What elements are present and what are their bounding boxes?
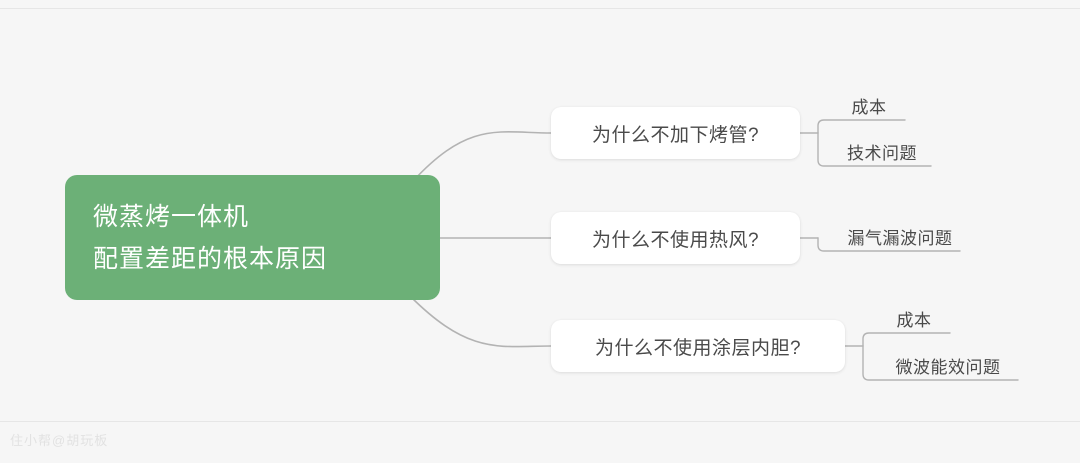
leaf-node-label: 技术问题 (847, 144, 917, 163)
connector-root-to-branch-2 (409, 295, 552, 348)
root-node-line-1: 微蒸烤一体机 (93, 202, 250, 231)
branch-node-label: 为什么不使用热风? (591, 229, 760, 251)
mindmap-leaf-node-2-0[interactable]: 成本 (878, 306, 950, 334)
root-node-line-2: 配置差距的根本原因 (93, 244, 328, 273)
branch-node-label: 为什么不使用涂层内胆? (594, 337, 802, 359)
branch-node-label: 为什么不加下烤管? (591, 124, 760, 146)
mindmap-leaf-node-0-1[interactable]: 技术问题 (833, 139, 931, 167)
connector-branch-0-bracket (817, 119, 906, 134)
mindmap-leaf-node-1-0[interactable]: 漏气漏波问题 (840, 224, 960, 252)
leaf-node-label: 成本 (896, 311, 932, 330)
connector-branch-2-bracket (862, 332, 951, 347)
connector-root-to-branch-0 (413, 131, 552, 181)
watermark: 住小帮@胡玩板 (10, 433, 109, 448)
mindmap-branch-node-0[interactable]: 为什么不加下烤管? (551, 107, 800, 159)
leaf-node-label: 微波能效问题 (895, 358, 1001, 377)
mindmap-leaf-node-2-1[interactable]: 微波能效问题 (878, 353, 1018, 381)
mindmap-root-node[interactable]: 微蒸烤一体机 配置差距的根本原因 (65, 175, 440, 300)
mindmap-leaf-node-0-0[interactable]: 成本 (833, 93, 905, 121)
mindmap-branch-node-2[interactable]: 为什么不使用涂层内胆? (551, 320, 845, 372)
leaf-node-label: 成本 (851, 98, 887, 117)
mindmap-branch-node-1[interactable]: 为什么不使用热风? (551, 212, 800, 264)
canvas-bottom-divider (0, 421, 1080, 422)
canvas-top-divider (0, 8, 1080, 9)
leaf-node-label: 漏气漏波问题 (847, 229, 953, 248)
